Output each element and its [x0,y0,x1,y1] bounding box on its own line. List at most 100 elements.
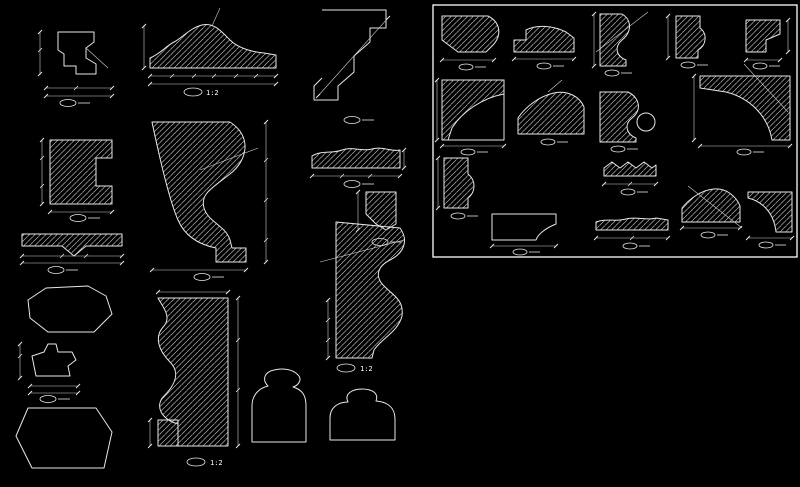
detail-tag [193,273,224,281]
detail-tag [536,62,564,70]
profile-path [31,343,77,377]
detail-block-mid-left [39,137,115,222]
leader-line [595,11,649,53]
detail-r15 [593,217,671,250]
dim-tick [37,47,43,53]
hatch-area [603,161,657,177]
hatch-area [49,139,113,205]
detail-r11 [489,213,559,256]
detail-r6 [434,77,507,156]
dim-tick [83,253,89,259]
dim-tick [263,197,269,203]
detail-ornate-right: 1:2 [319,221,405,373]
detail-tag [47,266,78,274]
tag-ellipse [736,148,752,156]
hatch-area [747,191,793,233]
detail-tag [758,241,786,249]
tag-ellipse [752,62,768,70]
detail-r8 [599,91,656,153]
detail-tag: 1:2 [183,87,219,97]
hatch-area [599,91,639,143]
dim-tick [59,253,65,259]
tag-ellipse [620,188,636,196]
tag-ellipse [183,87,203,97]
hatch-area [441,15,500,53]
tag-ellipse [69,214,87,222]
profile-path [57,31,97,75]
detail-r13 [679,185,743,239]
detail-tag [540,138,568,146]
detail-tag [512,248,540,256]
detail-molding-small-left [17,341,81,403]
detail-tag [458,63,486,71]
hatch-area [335,221,405,359]
profile-path [251,368,307,443]
profile-path [313,9,387,101]
tag-ellipse [540,138,556,146]
detail-tag [622,242,650,250]
detail-tag [604,69,632,77]
profile-path [491,213,557,241]
hatch-area [151,121,247,263]
dim-tick [263,157,269,163]
tag-ellipse [680,61,696,69]
shape-cap-outline [329,388,396,441]
detail-r2 [511,25,577,70]
hatch-area [599,13,630,67]
dim-tick [17,353,23,359]
detail-crown-center [149,119,269,281]
profile-path [329,388,396,441]
detail-r12 [601,161,659,196]
hatch-area [149,23,277,69]
detail-r7 [517,79,585,146]
leader-line [687,185,743,229]
tag-ellipse [604,69,620,77]
tag-ellipse [700,231,716,239]
profile-path [27,285,113,333]
profile-path [15,407,113,469]
leader-line [211,7,221,27]
detail-strip-mid-right [309,147,407,188]
detail-beam-left [19,233,125,274]
hatch-area [157,419,179,447]
leader-line [743,63,789,113]
tag-ellipse [458,63,474,71]
detail-tag [752,62,780,70]
tag-ellipse [343,180,361,188]
hatch-area [157,297,229,447]
tag-ellipse [47,266,65,274]
dim-tick [627,181,633,187]
hatch-area [681,188,741,223]
left-sheet: 1:2 [15,7,407,469]
dim-tick [629,235,635,241]
tag-ellipse [186,457,206,467]
detail-tag [343,180,374,188]
dim-tick [233,73,239,79]
dim-tick [325,337,331,343]
detail-tag [620,188,648,196]
scale-label: 1:2 [360,365,373,373]
hatch-area [595,217,669,231]
dim-tick [39,183,45,189]
detail-tag [450,212,478,220]
tag-ellipse [59,99,77,107]
detail-tag: 1:2 [186,457,223,467]
tag-ellipse [536,62,552,70]
dim-tick [39,155,45,161]
dim-tick [339,173,345,179]
detail-molding-top-left [37,29,115,107]
detail-tag: 1:2 [336,363,373,373]
detail-step-top-right [313,9,391,124]
scale-label: 1:2 [210,459,223,467]
detail-pilaster-bottom-center: 1:2 [147,289,241,467]
detail-tag [736,148,764,156]
detail-tag [343,116,374,124]
right-sheet [432,4,798,258]
hatch-area [443,157,475,209]
detail-r3 [591,11,649,77]
shape-keystone-outline [251,368,307,443]
hatch-area [699,75,791,141]
profile-path [636,112,656,132]
tag-ellipse [193,273,211,281]
